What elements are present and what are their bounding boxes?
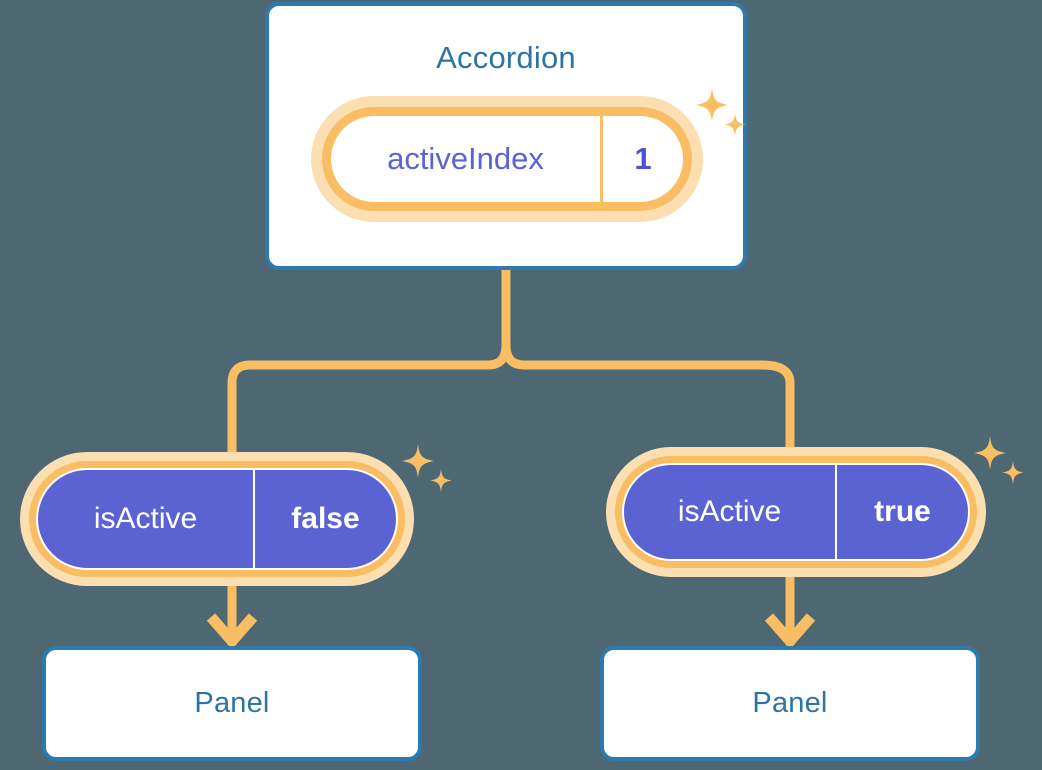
prop-badge-is-active-true[interactable]: isActive true [606,447,986,577]
sparkle-four-point-small-icon [1002,461,1024,484]
sparkle-four-point-large-icon [974,436,1006,470]
accordion-card-title: Accordion [436,40,576,75]
panel-component-card-left[interactable]: Panel [42,646,422,761]
sparkle-four-point-small-icon [430,469,452,492]
prop-badge-body: isActive true [622,463,970,561]
prop-badge-value: true [874,495,931,528]
panel-component-card-right[interactable]: Panel [600,646,980,761]
prop-badge-active-index[interactable]: activeIndex 1 [311,96,703,222]
prop-badge-body: activeIndex 1 [331,116,683,202]
arrow-head-left [206,613,258,650]
prop-badge-ring: isActive false [29,461,405,577]
prop-badge-body: isActive false [36,468,398,570]
prop-badge-value: 1 [634,141,652,176]
arrow-head-right [764,613,816,650]
prop-badge-is-active-false[interactable]: isActive false [20,452,414,586]
panel-card-title: Panel [752,687,828,719]
prop-badge-ring: activeIndex 1 [322,107,692,211]
prop-badge-key: activeIndex [331,116,603,202]
prop-badge-value: false [291,502,360,535]
sparkle-four-point-large-icon [402,444,434,478]
prop-badge-ring: isActive true [615,456,977,568]
prop-badge-key: isActive [624,465,837,559]
panel-card-title: Panel [194,687,270,719]
prop-badge-key: isActive [38,470,255,568]
